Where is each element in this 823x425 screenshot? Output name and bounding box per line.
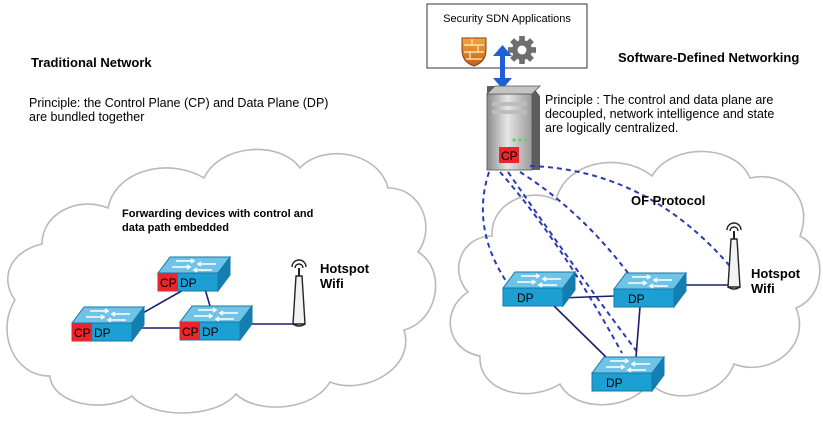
sdn-apps-box: Security SDN Applications <box>426 3 588 69</box>
sdn-title: Software-Defined Networking <box>618 50 799 65</box>
traditional-title: Traditional Network <box>31 55 152 70</box>
devices-caption-line2: data path embedded <box>122 222 229 234</box>
sdn-api-arrow <box>493 45 512 89</box>
switch-icon <box>591 356 665 392</box>
openflow-links <box>481 165 735 354</box>
apps-box-label: Security SDN Applications <box>443 13 571 25</box>
cp-label: CP <box>160 276 177 290</box>
dp-label: DP <box>517 291 534 305</box>
dp-label: DP <box>94 326 111 340</box>
server-icon: CP <box>486 85 541 171</box>
dp-label: DP <box>202 325 219 339</box>
traditional-hotspot-line2: Wifi <box>320 276 344 291</box>
sdn-switch-left: DP <box>502 271 576 307</box>
sdn-principle-line3: are logically centralized. <box>545 121 678 135</box>
sdn-switch-bottom: DP <box>591 356 665 392</box>
traditional-switch-top: CP DP <box>157 256 231 292</box>
sdn-principle-line1: Principle : The control and data plane a… <box>545 93 773 107</box>
traditional-principle-line1: Principle: the Control Plane (CP) and Da… <box>29 96 328 110</box>
gear-icon <box>508 36 536 64</box>
traditional-switch-right: CP DP <box>179 305 253 341</box>
dp-label: DP <box>180 276 197 290</box>
switch-icon <box>502 271 576 307</box>
switch-icon <box>613 272 687 308</box>
traditional-switch-left: CP DP <box>71 306 145 342</box>
sdn-hotspot-line1: Hotspot <box>751 266 801 281</box>
protocol-label: OF Protocol <box>631 193 705 208</box>
devices-caption-line1: Forwarding devices with control and <box>122 208 313 220</box>
sdn-hotspot-line2: Wifi <box>751 281 775 296</box>
sdn-principle-line2: decoupled, network intelligence and stat… <box>545 107 774 121</box>
controller-cp-label: CP <box>501 149 518 163</box>
traditional-hotspot-line1: Hotspot <box>320 261 370 276</box>
traditional-principle-line2: are bundled together <box>29 110 144 124</box>
cp-label: CP <box>74 326 91 340</box>
sdn-switch-right: DP <box>613 272 687 308</box>
dp-label: DP <box>628 292 645 306</box>
dp-label: DP <box>606 376 623 390</box>
firewall-icon <box>461 37 487 67</box>
cp-label: CP <box>182 325 199 339</box>
